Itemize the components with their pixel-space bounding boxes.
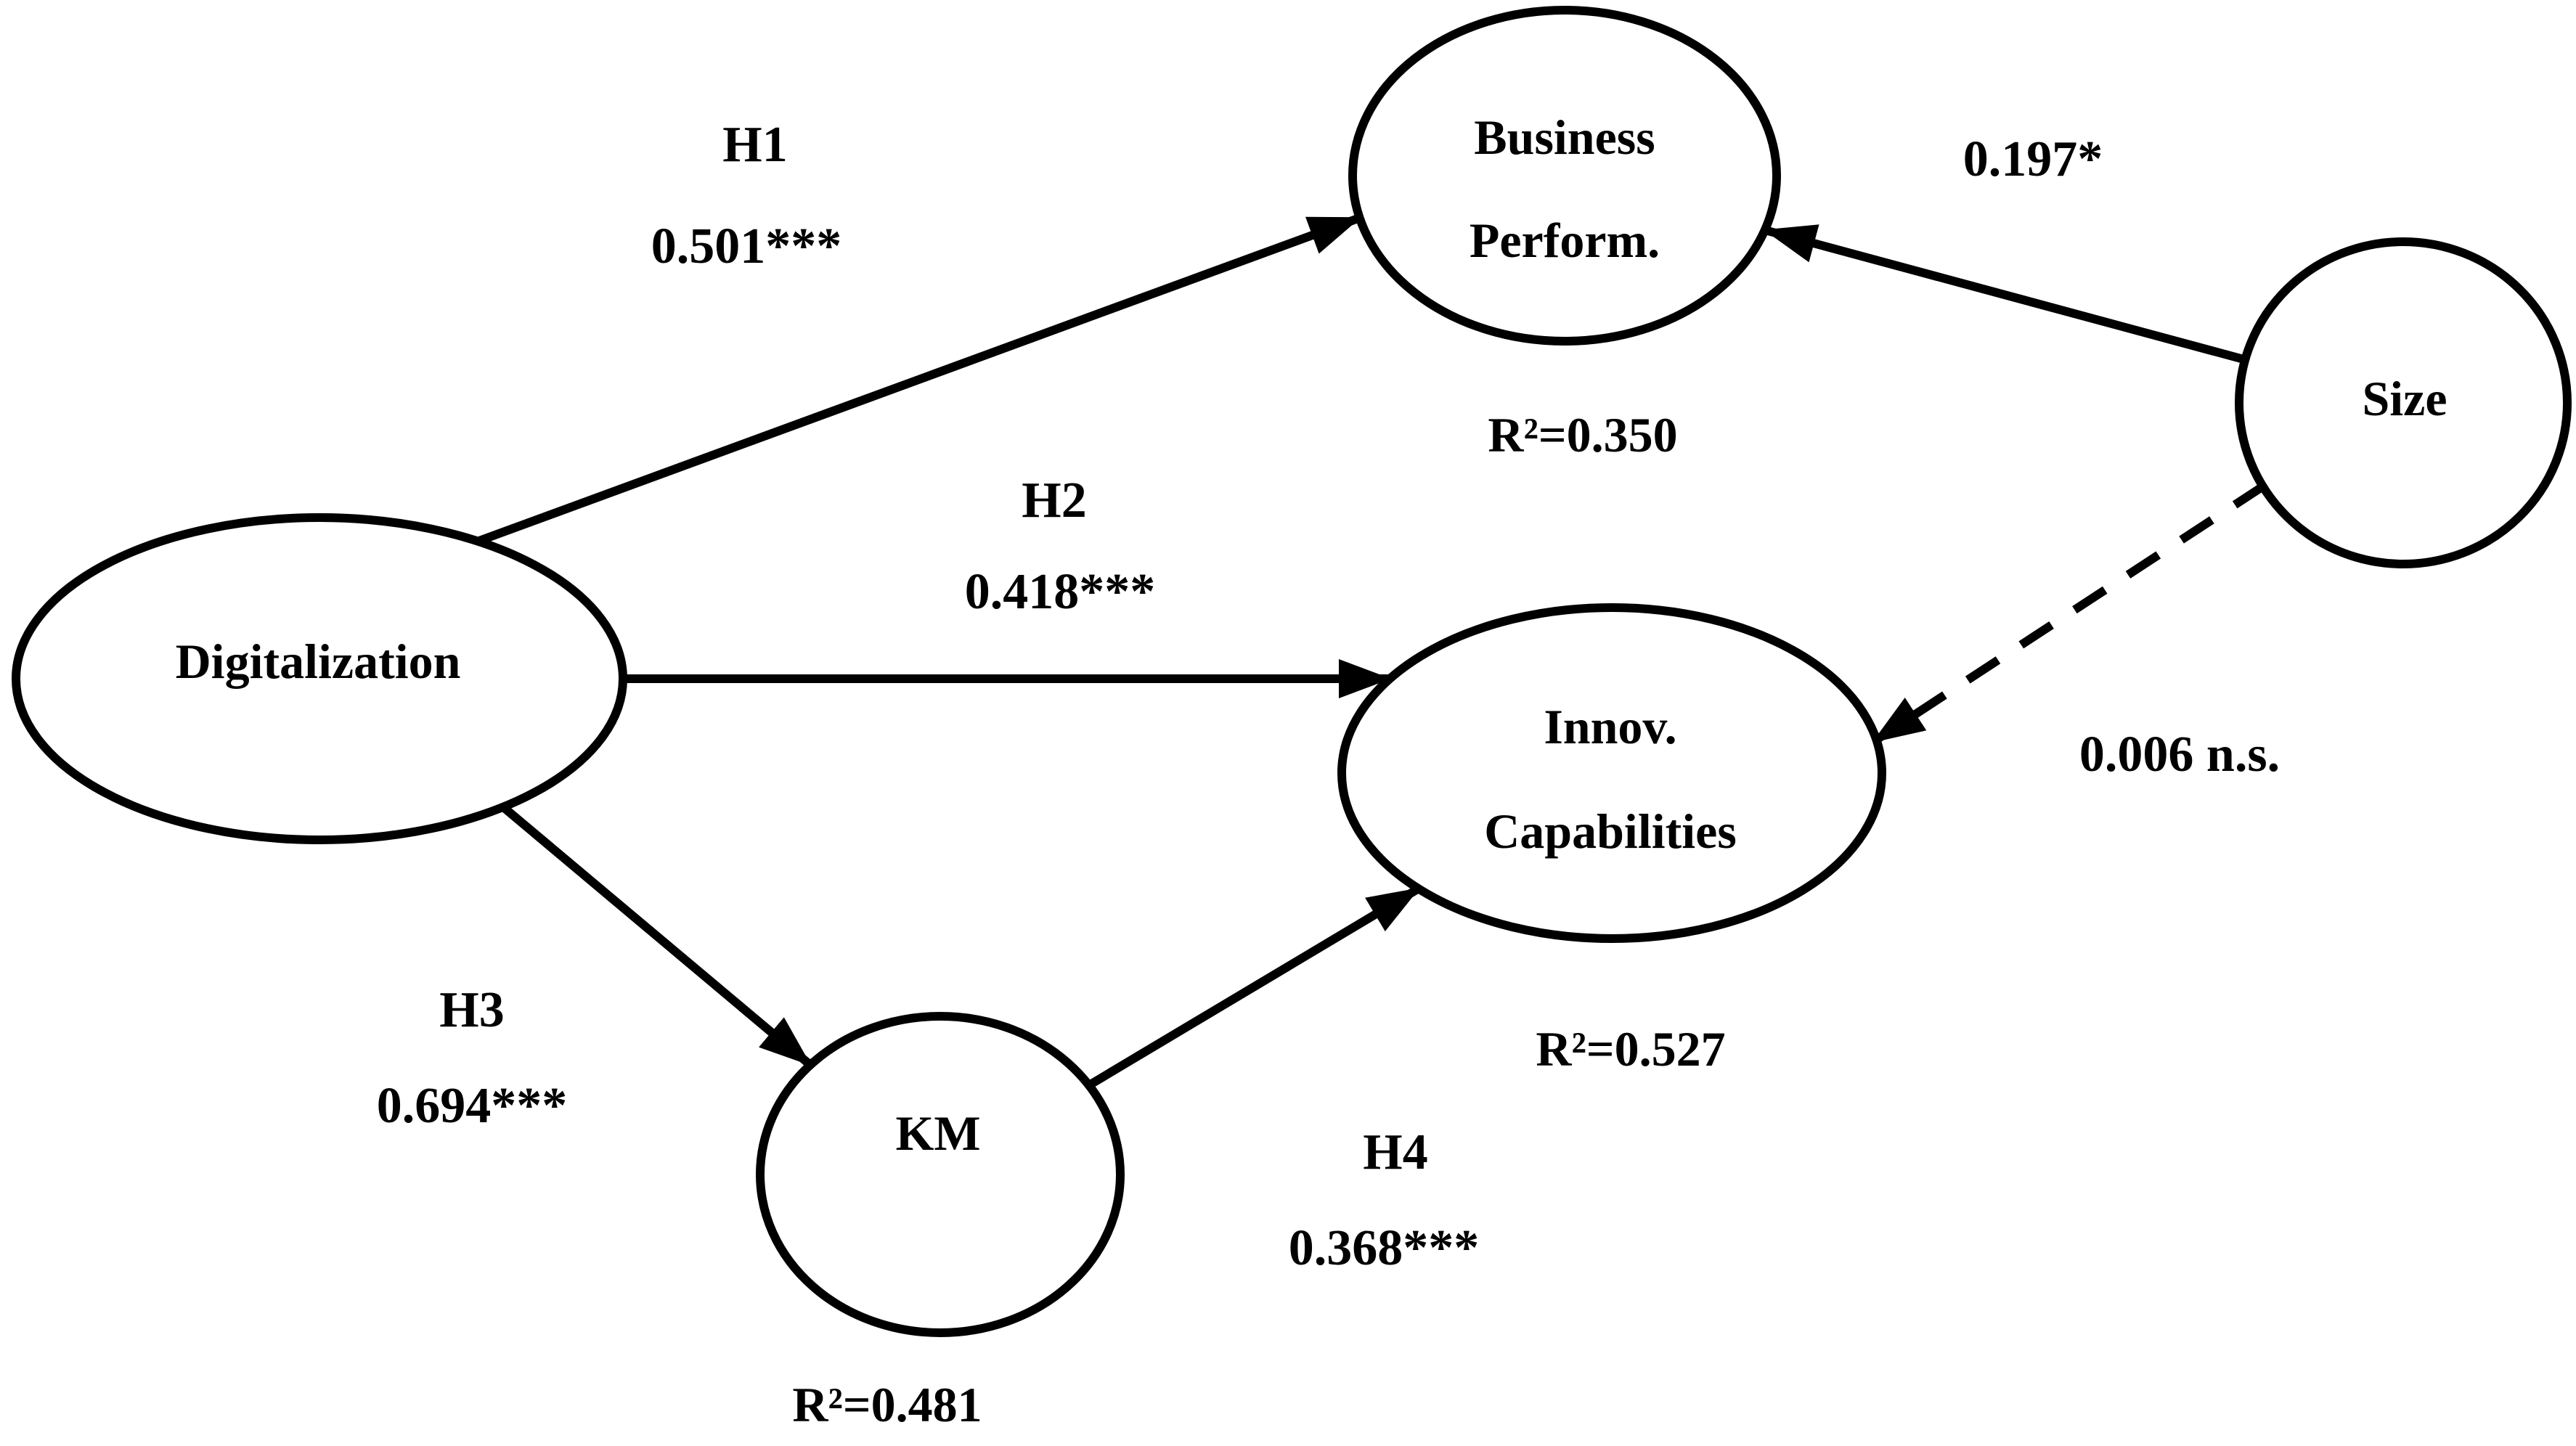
node-size-label: Size — [2362, 371, 2447, 426]
km-r2-label: R²=0.481 — [792, 1377, 982, 1432]
edge-h2-coefficient-label: 0.418*** — [965, 564, 1156, 620]
edge-h4-coefficient-label: 0.368*** — [1289, 1220, 1480, 1276]
node-business-performance-label-line1: Business — [1474, 110, 1655, 165]
edges-layer — [477, 213, 2268, 1090]
edge-h1-digitalization-to-business-performance — [477, 213, 1362, 545]
r2-labels-layer: R²=0.350 R²=0.527 R²=0.481 — [792, 407, 1725, 1432]
node-innovation-capabilities-shape — [1337, 603, 1886, 943]
edge-h1-coefficient-label: 0.501*** — [651, 218, 842, 274]
edge-h3-coefficient-label: 0.694*** — [377, 1078, 568, 1134]
edge-size-to-business-performance — [1764, 224, 2248, 364]
edge-h2-hypothesis-label: H2 — [1022, 473, 1086, 528]
edge-h3-hypothesis-label: H3 — [439, 982, 504, 1038]
edge-h4-hypothesis-label: H4 — [1363, 1124, 1427, 1180]
edge-size-bp-coefficient-label: 0.197* — [1963, 131, 2103, 187]
nodes-layer: Digitalization Business Perform. Innov. … — [12, 6, 2572, 1337]
edge-size-to-innovation-capabilities-dashed — [1870, 481, 2268, 746]
business-performance-r2-label: R²=0.350 — [1488, 407, 1677, 462]
edge-h4-km-to-innovation-capabilities — [1086, 884, 1422, 1090]
node-digitalization-label: Digitalization — [176, 634, 461, 689]
node-business-performance-label-line2: Perform. — [1470, 213, 1660, 268]
edge-h3-digitalization-to-km — [494, 798, 813, 1069]
node-size-shape — [2235, 237, 2572, 568]
node-km-label: KM — [895, 1106, 980, 1161]
node-innovation-capabilities-label-line2: Capabilities — [1484, 804, 1737, 859]
innovation-capabilities-r2-label: R²=0.527 — [1536, 1021, 1725, 1077]
node-business-performance-shape — [1348, 6, 1781, 346]
edge-h1-hypothesis-label: H1 — [722, 117, 787, 173]
node-digitalization-shape — [12, 513, 627, 844]
node-km-shape — [756, 1012, 1125, 1337]
node-innovation-capabilities-label-line1: Innov. — [1544, 699, 1676, 754]
edge-labels-layer: H1 0.501*** H2 0.418*** H3 0.694*** H4 0… — [377, 117, 2280, 1276]
edge-size-innov-coefficient-label: 0.006 n.s. — [2079, 727, 2280, 783]
